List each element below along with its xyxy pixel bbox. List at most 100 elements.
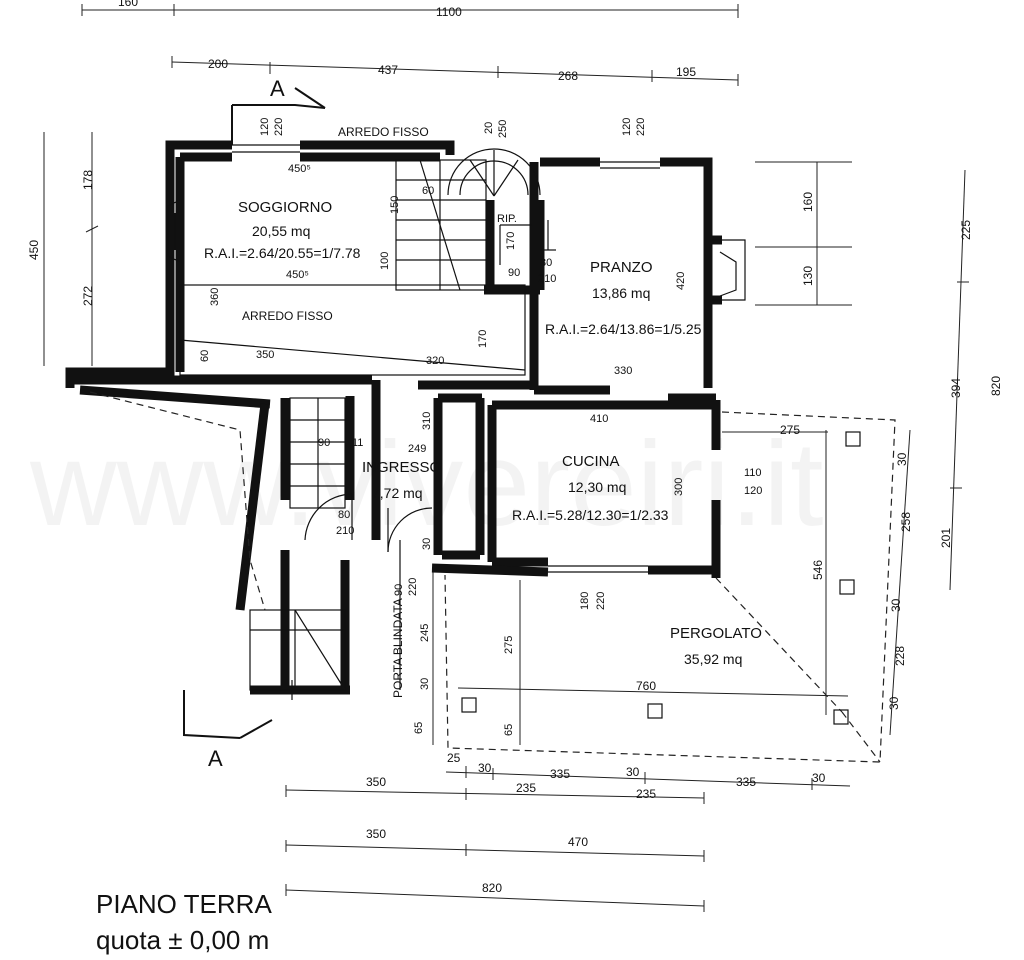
svg-text:100: 100 xyxy=(379,252,391,270)
room-ripostiglio-name: RIP. xyxy=(497,213,517,225)
svg-text:437: 437 xyxy=(378,63,398,77)
svg-text:335: 335 xyxy=(550,767,570,781)
svg-text:150: 150 xyxy=(389,196,401,214)
svg-text:350: 350 xyxy=(256,349,274,361)
svg-text:30: 30 xyxy=(419,678,431,690)
svg-text:178: 178 xyxy=(81,170,95,190)
svg-text:350: 350 xyxy=(366,775,386,789)
svg-text:30: 30 xyxy=(895,452,909,466)
room-name: INGRESSO xyxy=(362,459,441,476)
svg-text:249: 249 xyxy=(408,443,426,455)
svg-text:65: 65 xyxy=(503,724,515,736)
svg-text:220: 220 xyxy=(273,118,285,136)
room-area: 35,92 mq xyxy=(684,651,742,667)
svg-text:470: 470 xyxy=(568,835,588,849)
plan-elevation: quota ± 0,00 m xyxy=(96,925,270,955)
svg-text:30: 30 xyxy=(889,598,903,612)
svg-text:180: 180 xyxy=(579,592,591,610)
svg-text:200: 200 xyxy=(208,57,228,71)
room-soggiorno: SOGGIORNO 20,55 mq R.A.I.=2.64/20.55=1/7… xyxy=(204,199,361,261)
room-pranzo: PRANZO 13,86 mq R.A.I.=2.64/13.86=1/5.25 xyxy=(545,259,702,337)
svg-text:272: 272 xyxy=(81,286,95,306)
svg-text:195: 195 xyxy=(676,65,696,79)
svg-text:220: 220 xyxy=(635,118,647,136)
svg-text:80: 80 xyxy=(540,257,552,269)
svg-text:210: 210 xyxy=(538,273,556,285)
room-area: 12,30 mq xyxy=(568,479,626,495)
room-rai: R.A.I.=5.28/12.30=1/2.33 xyxy=(512,507,669,523)
svg-text:90: 90 xyxy=(508,267,520,279)
svg-text:450⁵: 450⁵ xyxy=(288,163,311,175)
interior-dimension-texts: 450⁵ 450⁵ 120 220 20 250 120 220 60 150 … xyxy=(199,118,762,736)
dimension-texts: 160 1100 200 437 268 195 450 178 272 820… xyxy=(27,0,1003,895)
room-name: PERGOLATO xyxy=(670,625,762,642)
svg-text:275: 275 xyxy=(503,636,515,654)
svg-text:65: 65 xyxy=(413,722,425,734)
svg-text:235: 235 xyxy=(516,781,536,795)
svg-text:30: 30 xyxy=(421,538,433,550)
svg-text:300: 300 xyxy=(673,478,685,496)
svg-text:410: 410 xyxy=(590,413,608,425)
svg-text:450: 450 xyxy=(27,240,41,260)
section-mark-bottom: A xyxy=(183,690,273,771)
section-label-bottom: A xyxy=(208,746,223,771)
pergolato-outline xyxy=(444,411,896,763)
svg-text:225: 225 xyxy=(959,220,973,240)
watermark: www.vivereiri.it xyxy=(29,417,823,551)
svg-text:11: 11 xyxy=(352,437,363,449)
svg-text:60: 60 xyxy=(199,350,211,362)
svg-text:220: 220 xyxy=(595,592,607,610)
svg-text:335: 335 xyxy=(736,775,756,789)
room-rai: R.A.I.=2.64/13.86=1/5.25 xyxy=(545,321,702,337)
svg-text:268: 268 xyxy=(558,69,578,83)
svg-text:245: 245 xyxy=(419,624,431,642)
svg-text:546: 546 xyxy=(811,560,825,580)
svg-text:350: 350 xyxy=(366,827,386,841)
svg-text:120: 120 xyxy=(621,118,633,136)
svg-text:250: 250 xyxy=(497,120,509,138)
svg-text:80: 80 xyxy=(338,509,350,521)
room-area: 7,72 mq xyxy=(372,485,423,501)
svg-text:201: 201 xyxy=(939,528,953,548)
room-pergolato: PERGOLATO 35,92 mq xyxy=(670,625,762,667)
svg-text:330: 330 xyxy=(614,365,632,377)
svg-text:760: 760 xyxy=(636,679,656,693)
porta-blindata-label: PORTA BLINDATA xyxy=(391,598,405,698)
svg-text:1100: 1100 xyxy=(436,5,462,19)
section-label-top: A xyxy=(270,76,285,101)
svg-text:275: 275 xyxy=(780,423,800,437)
svg-text:820: 820 xyxy=(482,881,502,895)
svg-text:820: 820 xyxy=(989,376,1003,396)
arredo-fisso-label: ARREDO FISSO xyxy=(242,309,333,323)
svg-text:320: 320 xyxy=(426,355,444,367)
svg-text:210: 210 xyxy=(336,525,354,537)
svg-text:420: 420 xyxy=(675,272,687,290)
title-block: PIANO TERRA quota ± 0,00 m xyxy=(96,886,272,958)
plan-title: PIANO TERRA xyxy=(96,889,272,919)
svg-text:235: 235 xyxy=(636,787,656,801)
room-name: CUCINA xyxy=(562,453,620,470)
dimension-lines xyxy=(43,4,969,912)
svg-text:160: 160 xyxy=(801,192,815,212)
svg-text:360: 360 xyxy=(209,288,221,306)
svg-text:110: 110 xyxy=(744,467,762,479)
room-area: 20,55 mq xyxy=(252,223,310,239)
svg-text:30: 30 xyxy=(626,765,640,779)
room-ingresso: INGRESSO 7,72 mq xyxy=(362,459,441,501)
room-cucina: CUCINA 12,30 mq R.A.I.=5.28/12.30=1/2.33 xyxy=(512,453,669,523)
svg-text:20: 20 xyxy=(483,122,495,134)
walls xyxy=(65,140,746,695)
svg-text:90: 90 xyxy=(393,584,405,596)
svg-text:228: 228 xyxy=(893,646,907,666)
svg-text:160: 160 xyxy=(118,0,138,9)
detail-lines xyxy=(89,144,660,700)
svg-text:450⁵: 450⁵ xyxy=(286,269,309,281)
svg-text:170: 170 xyxy=(477,330,489,348)
room-rai: R.A.I.=2.64/20.55=1/7.78 xyxy=(204,245,361,261)
svg-text:60: 60 xyxy=(422,185,434,197)
svg-text:90: 90 xyxy=(318,437,330,449)
svg-text:310: 310 xyxy=(421,412,433,430)
section-mark-top: A xyxy=(231,76,326,145)
svg-text:30: 30 xyxy=(812,771,826,785)
